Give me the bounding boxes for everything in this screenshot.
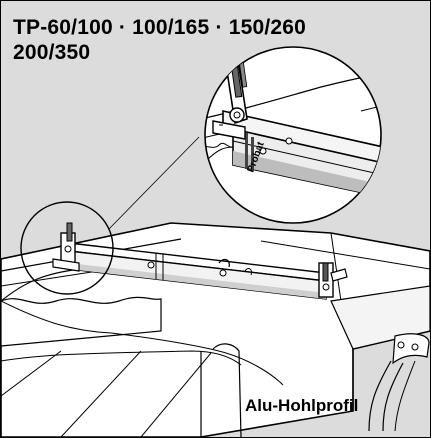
right-edge-strip xyxy=(330,285,430,411)
magnifier-circle xyxy=(20,201,114,295)
title-line-1: TP-60/100 · 100/165 · 150/260 xyxy=(13,16,307,39)
wavy-sheet xyxy=(1,263,284,437)
left-clamp xyxy=(52,222,80,272)
leader-line xyxy=(108,136,200,230)
page-title: TP-60/100 · 100/165 · 150/260 200/350 xyxy=(13,15,306,65)
profile-label: Alu-Hohlprofil xyxy=(245,396,359,415)
right-clamp xyxy=(318,262,348,298)
title-line-2: 200/350 xyxy=(13,41,91,64)
detail-view: Probat xyxy=(204,46,382,224)
alu-profile-icon xyxy=(368,333,430,432)
